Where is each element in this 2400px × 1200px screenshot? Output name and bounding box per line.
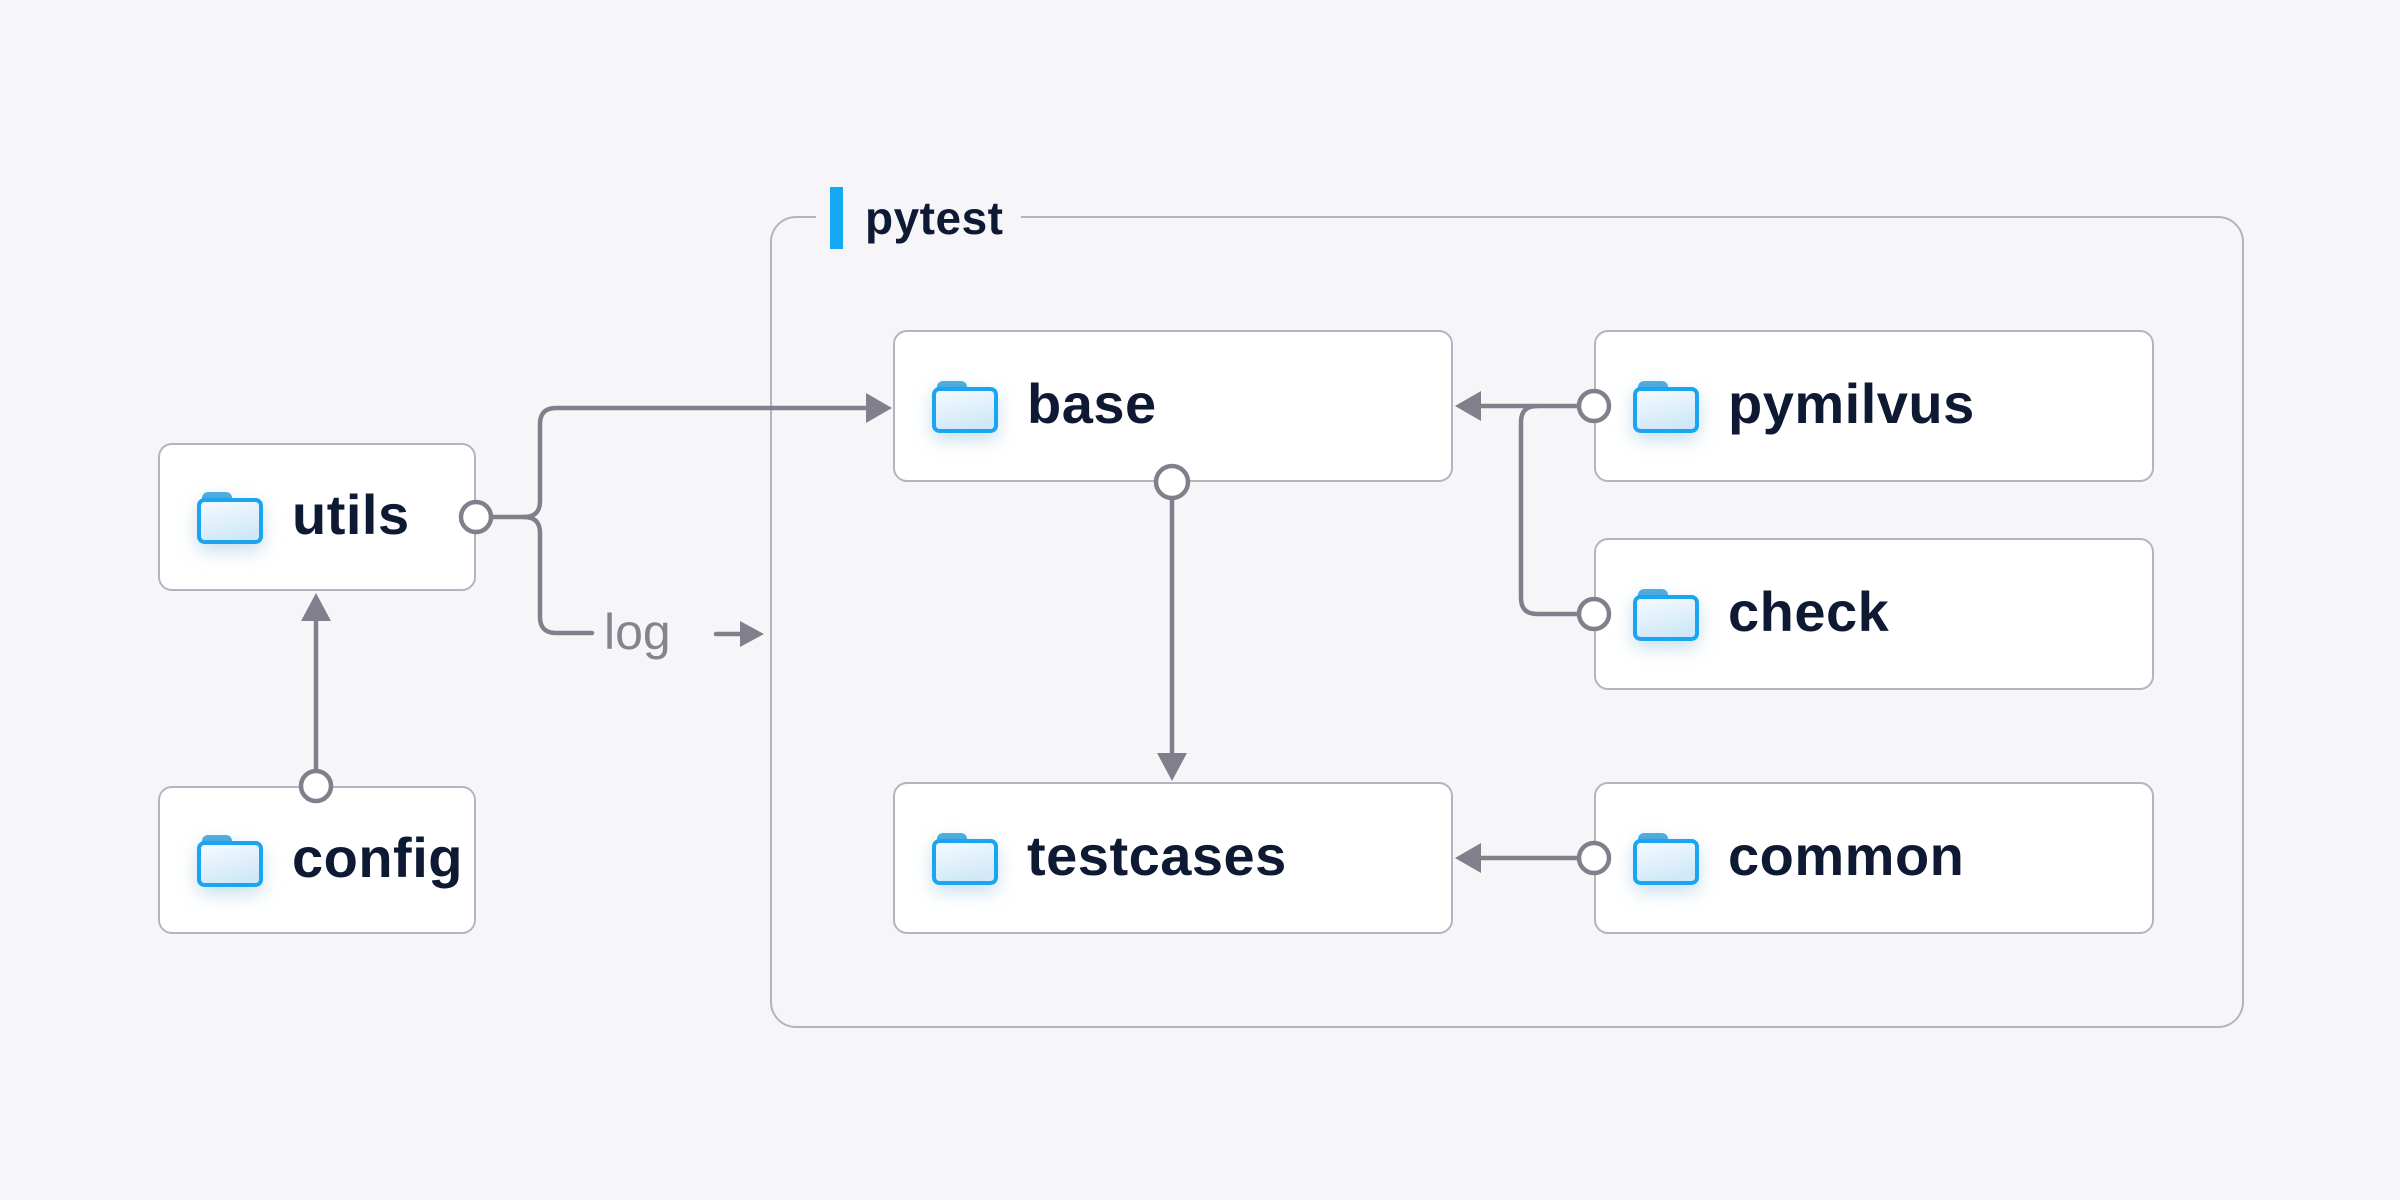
node-label: utils — [292, 483, 410, 546]
node-label: testcases — [1027, 824, 1287, 887]
edge-label-log: log — [604, 604, 671, 660]
label-accent-bar — [830, 187, 843, 249]
folder-icon — [197, 490, 263, 544]
folder-icon — [1633, 587, 1699, 641]
node-utils[interactable]: utils — [158, 443, 476, 591]
pytest-group: pytest — [770, 183, 2244, 1028]
node-testcases[interactable]: testcases — [893, 782, 1453, 934]
node-check[interactable]: check — [1594, 538, 2154, 690]
node-label: base — [1027, 372, 1157, 435]
node-label: common — [1728, 824, 1965, 887]
folder-icon — [1633, 379, 1699, 433]
node-pymilvus[interactable]: pymilvus — [1594, 330, 2154, 482]
folder-icon — [932, 831, 998, 885]
node-base[interactable]: base — [893, 330, 1453, 482]
folder-icon — [932, 379, 998, 433]
node-label: config — [292, 826, 463, 889]
node-label: pymilvus — [1728, 372, 1975, 435]
folder-icon — [197, 833, 263, 887]
edge-config-to-utils — [298, 593, 334, 804]
node-label: check — [1728, 580, 1890, 643]
pytest-group-label: pytest — [816, 183, 1022, 253]
node-common[interactable]: common — [1594, 782, 2154, 934]
pytest-group-title: pytest — [865, 192, 1004, 244]
folder-icon — [1633, 831, 1699, 885]
node-config[interactable]: config — [158, 786, 476, 934]
